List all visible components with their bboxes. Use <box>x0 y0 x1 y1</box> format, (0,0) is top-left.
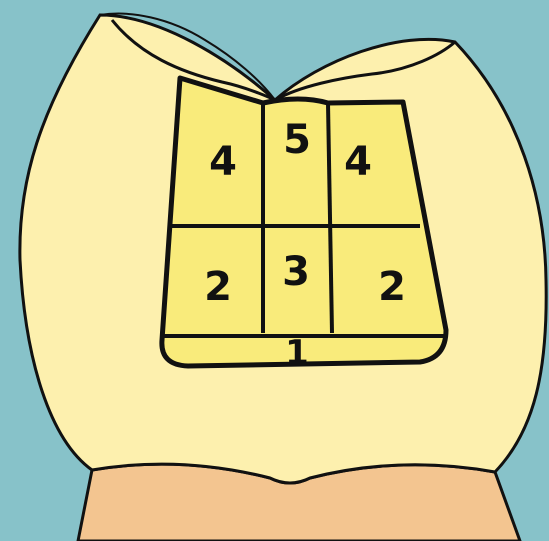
zone-label-top-left: 4 <box>209 139 237 185</box>
zone-label-middle-middle: 3 <box>282 249 310 295</box>
zone-label-bottom: 1 <box>285 333 309 373</box>
zone-label-top-middle: 5 <box>283 117 311 163</box>
zone-label-middle-left: 2 <box>204 264 232 310</box>
zone-label-top-right: 4 <box>344 139 372 185</box>
zone-label-middle-right: 2 <box>378 264 406 310</box>
